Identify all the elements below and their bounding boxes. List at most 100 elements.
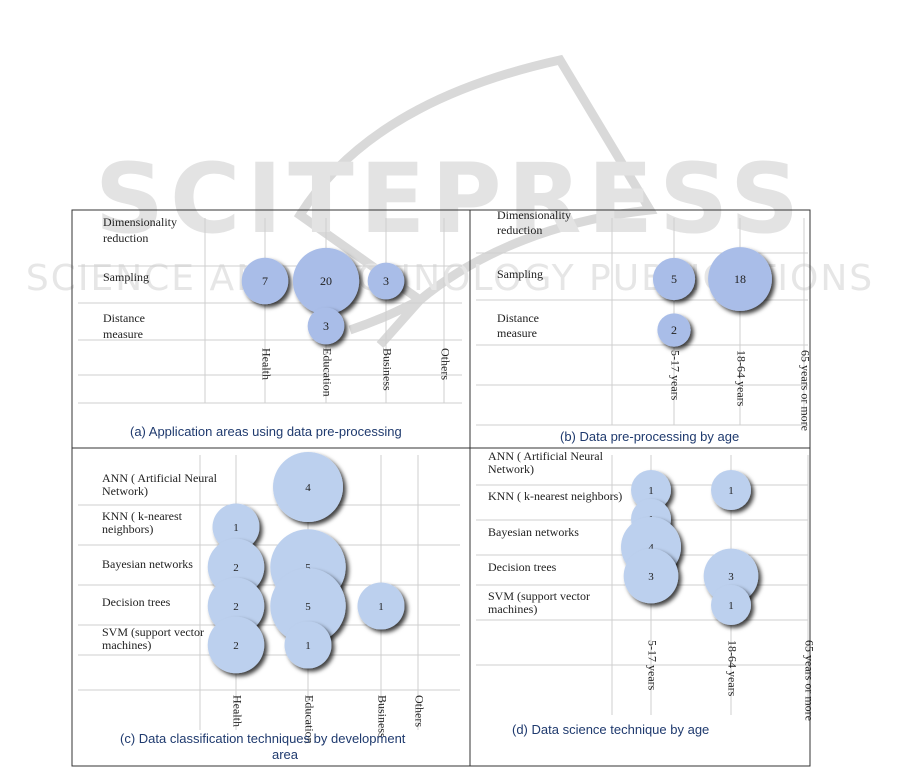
- bubble-circle: [207, 577, 265, 635]
- bubble: 1: [284, 621, 332, 669]
- col-label: 5-17 years: [645, 640, 659, 691]
- bubble-circle: [212, 503, 260, 551]
- row-label: Sampling: [103, 270, 149, 284]
- bubble: 3: [367, 262, 405, 300]
- bubble-value: 20: [320, 274, 332, 288]
- bubble-circle: [207, 538, 265, 596]
- bubble-value: 1: [305, 640, 311, 652]
- bubble-value: 3: [648, 571, 654, 583]
- bubble-circle: [273, 452, 343, 522]
- row-label: Decision trees: [488, 560, 557, 574]
- bubble: 18: [708, 247, 772, 311]
- chart-title: (b) Data pre-processing by age: [560, 429, 739, 444]
- bubble-value: 7: [262, 274, 268, 288]
- bubble: 3: [703, 548, 759, 604]
- bubble-value: 1: [378, 601, 384, 613]
- bubble-value: 1: [233, 522, 239, 534]
- bubble: 7: [241, 257, 289, 305]
- bubble: 1: [711, 470, 751, 510]
- chart-title: (c) Data classification techniques by de…: [120, 731, 406, 762]
- col-label: Health: [230, 695, 244, 727]
- bubble-value: 2: [233, 562, 239, 574]
- col-label: 18-64 years: [725, 640, 739, 697]
- col-label: 65 years or more: [802, 640, 816, 721]
- bubble-value: 18: [734, 272, 746, 286]
- bubble: 1: [711, 585, 751, 625]
- bubble-value: 2: [233, 640, 239, 652]
- bubble-value: 1: [648, 485, 654, 497]
- col-label: Others: [412, 695, 426, 727]
- bubble: 2: [207, 538, 265, 596]
- row-label: Bayesian networks: [488, 525, 579, 539]
- bubble-circle: [703, 548, 759, 604]
- bubble: 20: [292, 247, 360, 315]
- bubble-circle: [711, 470, 751, 510]
- col-label: 18-64 years: [734, 350, 748, 407]
- bubble-value: 1: [728, 600, 734, 612]
- row-label: Bayesian networks: [102, 557, 193, 571]
- bubble-circle: [631, 470, 671, 510]
- bubble-value: 1: [728, 485, 734, 497]
- bubble-circle: [307, 307, 345, 345]
- bubble-value: 2: [671, 323, 677, 337]
- book-spine-icon: [348, 295, 424, 348]
- bubble-value: 4: [305, 482, 311, 494]
- bubble-circle: [270, 568, 346, 644]
- bubble: 1: [212, 503, 260, 551]
- bubble: 5: [270, 568, 346, 644]
- bubble-circle: [711, 585, 751, 625]
- bubble-value: 5: [305, 562, 311, 574]
- bubble-value: 3: [323, 319, 329, 333]
- bubble: 1: [631, 470, 671, 510]
- bubble: 2: [207, 577, 265, 635]
- watermark-title: SCITEPRESS: [95, 143, 805, 255]
- bubble-value: 2: [233, 601, 239, 613]
- col-label: Others: [438, 348, 452, 380]
- bubble-circle: [657, 313, 691, 347]
- chart-title: (a) Application areas using data pre-pro…: [130, 424, 402, 439]
- bubble-value: 5: [671, 272, 677, 286]
- bubble: 4: [273, 452, 343, 522]
- bubble: 3: [307, 307, 345, 345]
- book-icon: [293, 54, 658, 306]
- col-label: Education: [320, 348, 334, 397]
- row-label: KNN ( k-nearest neighbors): [488, 489, 622, 503]
- bubble-circle: [708, 247, 772, 311]
- col-label: 65 years or more: [798, 350, 812, 431]
- bubble-value: 4: [648, 542, 654, 554]
- bubble-circle: [652, 257, 696, 301]
- bubble: 2: [657, 313, 691, 347]
- col-label: Health: [259, 348, 273, 380]
- bubble-value: 3: [728, 571, 734, 583]
- row-label: Decision trees: [102, 595, 171, 609]
- bubble: 1: [357, 582, 405, 630]
- row-label: Sampling: [497, 267, 543, 281]
- bubble-circle: [357, 582, 405, 630]
- bubble-value: 3: [383, 274, 389, 288]
- col-label: 5-17 years: [668, 350, 682, 401]
- bubble-circle: [241, 257, 289, 305]
- bubble-circle: [367, 262, 405, 300]
- bubble-circle: [292, 247, 360, 315]
- bubble-value: 5: [305, 601, 311, 613]
- bubble-circle: [623, 548, 679, 604]
- bubble-circle: [284, 621, 332, 669]
- col-label: Education: [302, 695, 316, 744]
- panel-d-frame: [469, 447, 811, 767]
- col-label: Business: [375, 695, 389, 738]
